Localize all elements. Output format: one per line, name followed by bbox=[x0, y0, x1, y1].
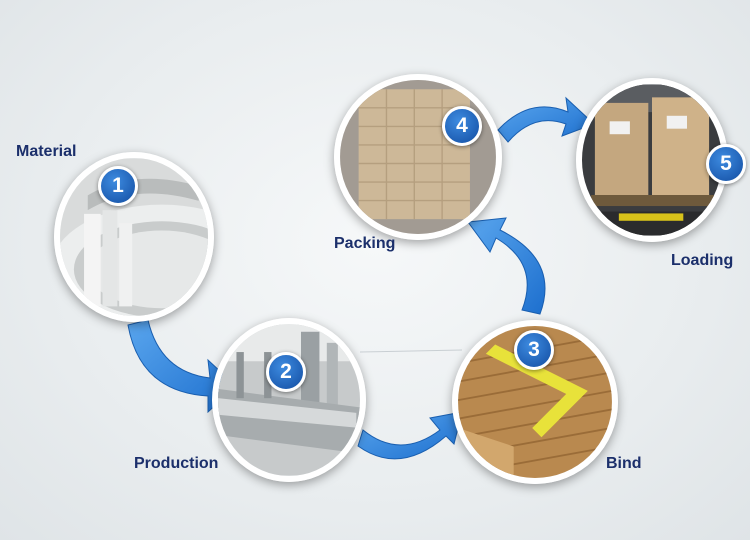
production-image bbox=[218, 324, 360, 476]
arrow-1-to-2 bbox=[127, 319, 237, 414]
step-badge-2: 2 bbox=[266, 352, 306, 392]
loading-image bbox=[582, 84, 722, 236]
connector-line bbox=[359, 349, 463, 353]
stage-packing-photo bbox=[334, 74, 502, 240]
arrow-3-to-4 bbox=[467, 217, 546, 315]
label-material: Material bbox=[16, 143, 77, 160]
label-production: Production bbox=[134, 455, 219, 472]
stage-production-photo bbox=[212, 318, 366, 482]
step-badge-3: 3 bbox=[514, 330, 554, 370]
bind-image bbox=[458, 326, 612, 478]
step-badge-1: 1 bbox=[98, 166, 138, 206]
label-packing: Packing bbox=[334, 235, 396, 252]
label-bind: Bind bbox=[606, 455, 642, 472]
label-loading: Loading bbox=[671, 252, 734, 269]
packing-image bbox=[340, 80, 496, 234]
stage-loading-photo bbox=[576, 78, 728, 242]
step-badge-4: 4 bbox=[442, 106, 482, 146]
step-badge-5: 5 bbox=[706, 144, 746, 184]
arrow-2-to-3 bbox=[357, 411, 463, 460]
stage-bind-photo bbox=[452, 320, 618, 484]
